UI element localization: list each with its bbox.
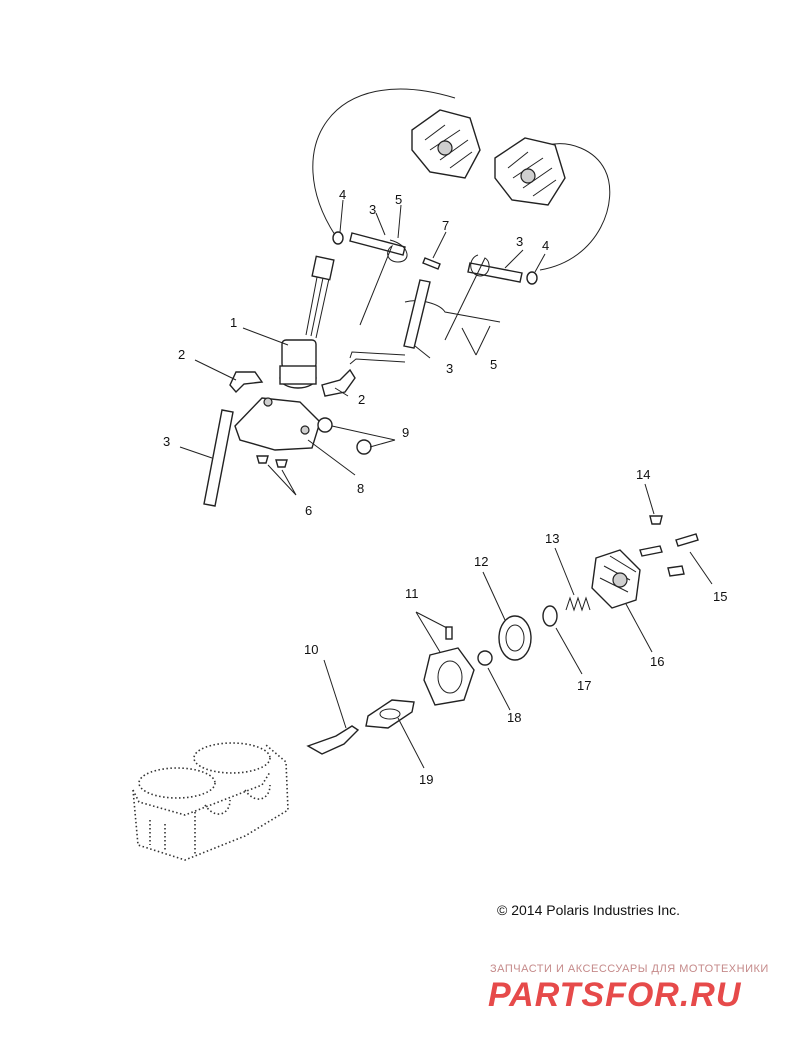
callout-15: 15: [713, 589, 727, 604]
clamp-5-left: [359, 239, 408, 326]
callout-18: 18: [507, 710, 521, 725]
assembly-link-curve-right: [539, 143, 611, 271]
callout-19: 19: [419, 772, 433, 787]
hose-3-upper-right: [467, 262, 523, 283]
callout-16: 16: [650, 654, 664, 669]
cap-4-right: [526, 271, 538, 285]
spring-13: [565, 596, 591, 612]
bolt-15-c: [667, 565, 685, 577]
callout-10: 10: [304, 642, 318, 657]
callout-5-top: 5: [395, 192, 402, 207]
callout-14: 14: [636, 467, 650, 482]
hose-3-upper-left: [349, 232, 406, 256]
spring-seat-17: [542, 605, 558, 627]
callout-6: 6: [305, 503, 312, 518]
exhaust-valve-10: [306, 725, 360, 755]
callout-12: 12: [474, 554, 488, 569]
callout-4-left: 4: [339, 187, 346, 202]
callout-13: 13: [545, 531, 559, 546]
callout-3-top-left: 3: [369, 202, 376, 217]
callout-7: 7: [442, 218, 449, 233]
bolt-6-a: [256, 455, 269, 464]
bolt-15-b: [675, 533, 699, 547]
gasket-19: [365, 699, 415, 729]
bracket-hole-b: [300, 425, 310, 435]
engine-cylinder-block: [132, 742, 289, 861]
callout-2-left: 2: [178, 347, 185, 362]
clamp-5-lower: [404, 300, 501, 323]
callout-9: 9: [402, 425, 409, 440]
valve-body-assembly-left: [411, 109, 481, 179]
valve-housing-11: [423, 647, 475, 706]
callout-3-left: 3: [163, 434, 170, 449]
hose-3-lower: [203, 409, 234, 507]
bracket-8: [234, 397, 321, 451]
callout-3-middle: 3: [446, 361, 453, 376]
cover-16: [591, 549, 641, 609]
harness-connector: [311, 255, 335, 281]
elbow-fitting-2-left: [229, 371, 264, 394]
elbow-fitting-2-right: [321, 368, 356, 397]
callout-8: 8: [357, 481, 364, 496]
callout-1: 1: [230, 315, 237, 330]
bolt-15-a: [639, 545, 663, 557]
callout-17: 17: [577, 678, 591, 693]
cap-4-left: [332, 231, 344, 245]
piston-18: [477, 650, 493, 666]
callout-4-right: 4: [542, 238, 549, 253]
valve-body-assembly-right: [494, 137, 566, 206]
callout-2-right: 2: [358, 392, 365, 407]
callout-3-top-right: 3: [516, 234, 523, 249]
vent-line: [349, 351, 406, 365]
watermark-tagline: ЗАПЧАСТИ И АКСЕССУАРЫ ДЛЯ МОТОТЕХНИКИ: [490, 963, 769, 975]
bolt-14: [649, 515, 663, 525]
solenoid-1: [279, 339, 317, 389]
clamp-5-right: [444, 254, 490, 341]
diaphragm-12: [498, 615, 532, 661]
callout-11: 11: [405, 586, 419, 601]
pin-11: [445, 626, 453, 640]
assembly-link-curve-left: [312, 88, 456, 236]
watermark-brand-logo[interactable]: PARTSFOR.RU: [488, 976, 742, 1014]
bolt-6-b: [275, 459, 288, 468]
bracket-hole-a: [263, 397, 273, 407]
copyright-notice: © 2014 Polaris Industries Inc.: [497, 902, 681, 918]
wire-harness: [305, 271, 331, 339]
grommet-9-a: [317, 417, 333, 433]
hose-3-middle: [403, 279, 431, 349]
grommet-9-b: [356, 439, 372, 455]
leader-lines: [179, 199, 713, 769]
fitting-7: [422, 257, 441, 270]
callout-5-bottom: 5: [490, 357, 497, 372]
